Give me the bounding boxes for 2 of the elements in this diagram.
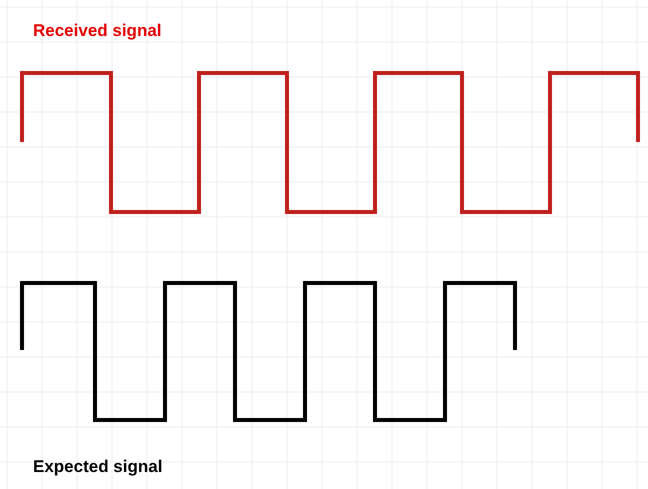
signal-label: Expected signal (33, 456, 162, 478)
signal-label: Received signal (33, 20, 162, 42)
